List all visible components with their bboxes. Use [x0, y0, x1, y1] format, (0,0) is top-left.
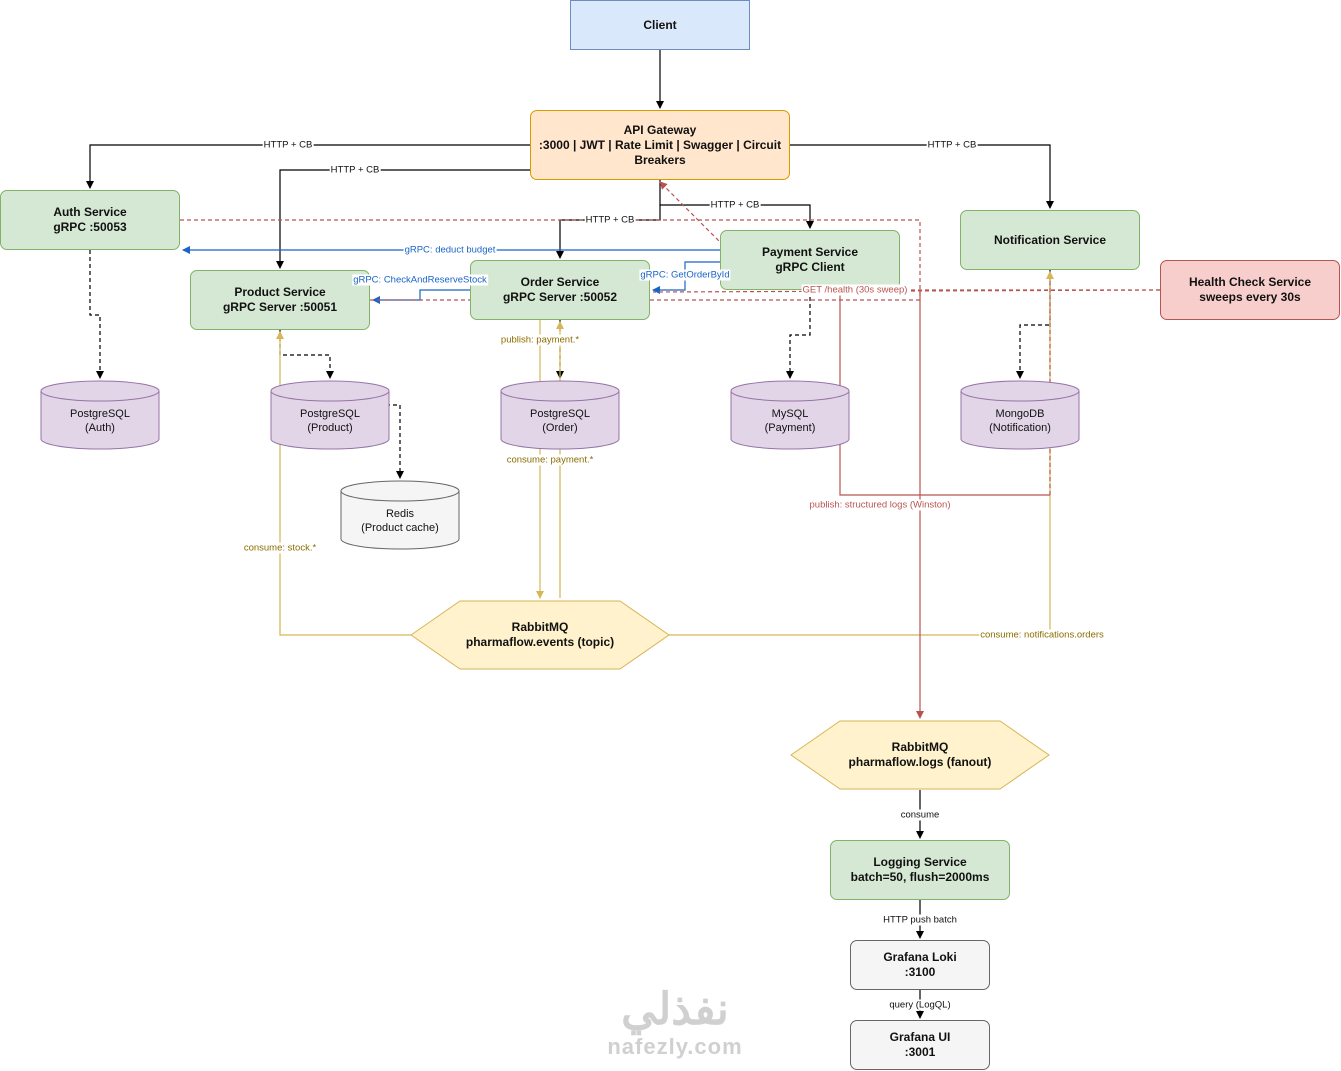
- database-cylinder-icon: [730, 380, 850, 450]
- edge-label-gw-order: HTTP + CB: [584, 214, 636, 226]
- edge-label-gw-auth: HTTP + CB: [262, 139, 314, 151]
- pg-auth-sub: (Auth): [85, 422, 115, 434]
- pg-product-sub: (Product): [307, 422, 353, 434]
- edge-label-consume-logs: consume: [899, 809, 941, 821]
- edge-label-consume-stock: consume: stock.*: [242, 542, 318, 554]
- postgresql-product-db[interactable]: PostgreSQL (Product): [270, 380, 390, 450]
- edge-product-pgproduct: [279, 330, 334, 379]
- rabbit-logs-exchange: pharmaflow.logs (fanout): [848, 755, 992, 769]
- product-service-node[interactable]: Product Service gRPC Server :50051: [190, 270, 370, 330]
- edge-gateway-notification: [790, 144, 1054, 209]
- pg-product-label: PostgreSQL: [300, 408, 360, 420]
- database-cylinder-icon: [270, 380, 390, 450]
- product-service-port: gRPC Server :50051: [222, 300, 338, 314]
- notification-service-node[interactable]: Notification Service: [960, 210, 1140, 270]
- mongodb-sub: (Notification): [989, 422, 1051, 434]
- edge-rabbit-notification-consume: [668, 271, 1054, 636]
- rabbit-events-title: RabbitMQ: [511, 620, 569, 634]
- database-cylinder-icon: [960, 380, 1080, 450]
- grafana-loki-node[interactable]: Grafana Loki :3100: [850, 940, 990, 990]
- edge-gateway-product: [276, 169, 530, 269]
- edge-label-query-logql: query (LogQL): [888, 999, 952, 1011]
- auth-service-port: gRPC :50053: [53, 220, 127, 234]
- edge-label-gw-payment: HTTP + CB: [709, 199, 761, 211]
- payment-service-role: gRPC Client: [775, 260, 845, 274]
- rabbitmq-events-exchange[interactable]: RabbitMQ pharmaflow.events (topic): [410, 600, 670, 670]
- watermark-arabic: نفذلي: [621, 985, 729, 1034]
- grafana-title: Grafana UI: [889, 1030, 951, 1044]
- edge-payment-mysql: [786, 290, 811, 379]
- exchange-hexagon-icon: [410, 600, 670, 670]
- pg-order-sub: (Order): [542, 422, 578, 434]
- redis-label: Redis: [385, 508, 415, 520]
- payment-service-title: Payment Service: [761, 245, 859, 259]
- cache-cylinder-icon: [340, 480, 460, 550]
- notification-service-title: Notification Service: [993, 232, 1107, 247]
- client-node[interactable]: Client: [570, 0, 750, 50]
- grafana-ui-node[interactable]: Grafana UI :3001: [850, 1020, 990, 1070]
- auth-service-node[interactable]: Auth Service gRPC :50053: [0, 190, 180, 250]
- loki-port: :3100: [904, 965, 936, 979]
- edge-order-product-grpc: [372, 289, 470, 304]
- edge-label-publish-payment: publish: payment.*: [499, 334, 581, 346]
- watermark-latin: nafezly.com: [607, 1034, 743, 1059]
- logging-service-node[interactable]: Logging Service batch=50, flush=2000ms: [830, 840, 1010, 900]
- redis-sub: (Product cache): [361, 522, 439, 534]
- product-service-title: Product Service: [234, 285, 326, 299]
- health-check-service-node[interactable]: Health Check Service sweeps every 30s: [1160, 260, 1340, 320]
- edge-label-http-push: HTTP push batch: [882, 914, 958, 926]
- edge-label-consume-notifications: consume: notifications.orders: [979, 629, 1105, 641]
- edge-label-check-reserve: gRPC: CheckAndReserveStock: [352, 274, 488, 286]
- health-check-title: Health Check Service: [1188, 275, 1312, 289]
- client-label: Client: [643, 17, 677, 32]
- pg-auth-label: PostgreSQL: [70, 408, 130, 420]
- order-service-node[interactable]: Order Service gRPC Server :50052: [470, 260, 650, 320]
- watermark: نفذلي nafezly.com: [590, 985, 760, 1059]
- mongodb-notification-db[interactable]: MongoDB (Notification): [960, 380, 1080, 450]
- pg-order-label: PostgreSQL: [530, 408, 590, 420]
- gateway-detail-2: Breakers: [634, 152, 686, 167]
- auth-service-title: Auth Service: [53, 205, 127, 219]
- redis-cache-db[interactable]: Redis (Product cache): [340, 480, 460, 550]
- edge-label-health-get: GET /health (30s sweep): [801, 284, 909, 296]
- edge-label-consume-payment: consume: payment.*: [505, 454, 595, 466]
- api-gateway-node[interactable]: API Gateway :3000 | JWT | Rate Limit | S…: [530, 110, 790, 180]
- edge-label-gw-product: HTTP + CB: [329, 164, 381, 176]
- loki-title: Grafana Loki: [883, 950, 957, 964]
- logging-service-title: Logging Service: [873, 855, 967, 869]
- edge-label-gw-notification: HTTP + CB: [926, 139, 978, 151]
- health-check-interval: sweeps every 30s: [1199, 290, 1301, 304]
- logging-service-config: batch=50, flush=2000ms: [850, 870, 990, 884]
- edge-gateway-auth: [86, 144, 530, 189]
- postgresql-auth-db[interactable]: PostgreSQL (Auth): [40, 380, 160, 450]
- mysql-payment-db[interactable]: MySQL (Payment): [730, 380, 850, 450]
- edge-label-deduct-budget: gRPC: deduct budget: [403, 244, 497, 256]
- mysql-sub: (Payment): [764, 422, 816, 434]
- edge-label-get-order: gRPC: GetOrderById: [639, 269, 731, 281]
- database-cylinder-icon: [40, 380, 160, 450]
- rabbit-logs-title: RabbitMQ: [891, 740, 949, 754]
- grafana-port: :3001: [904, 1045, 936, 1059]
- rabbit-events-exchange: pharmaflow.events (topic): [465, 635, 615, 649]
- postgresql-order-db[interactable]: PostgreSQL (Order): [500, 380, 620, 450]
- exchange-hexagon-icon: [790, 720, 1050, 790]
- payment-service-node[interactable]: Payment Service gRPC Client: [720, 230, 900, 290]
- rabbitmq-logs-exchange[interactable]: RabbitMQ pharmaflow.logs (fanout): [790, 720, 1050, 790]
- gateway-detail-1: :3000 | JWT | Rate Limit | Swagger | Cir…: [538, 137, 782, 152]
- mongodb-label: MongoDB: [995, 408, 1045, 420]
- edge-label-publish-logs: publish: structured logs (Winston): [808, 499, 952, 511]
- edge-auth-logs: [180, 219, 921, 300]
- edge-notification-mongo: [1016, 270, 1051, 379]
- order-service-port: gRPC Server :50052: [502, 290, 618, 304]
- edge-auth-pgauth: [89, 250, 104, 379]
- gateway-title: API Gateway: [623, 122, 697, 137]
- edge-payment-logs-publish: [839, 295, 1050, 496]
- mysql-label: MySQL: [771, 408, 809, 420]
- database-cylinder-icon: [500, 380, 620, 450]
- order-service-title: Order Service: [520, 275, 600, 289]
